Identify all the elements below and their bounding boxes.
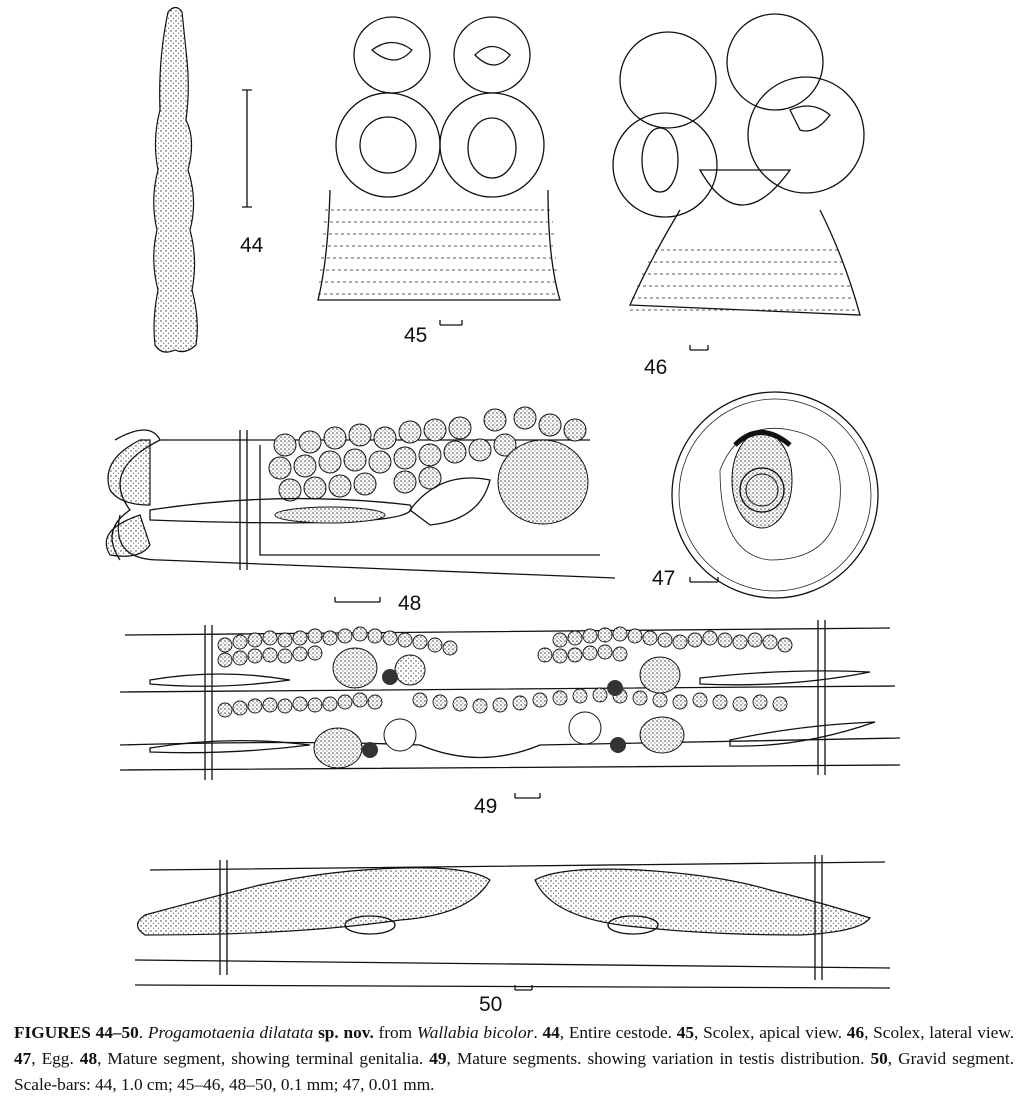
- caption-text: from: [373, 1023, 417, 1042]
- caption-species: Progamotaenia dilatata: [147, 1023, 314, 1042]
- figure-label-46: 46: [644, 356, 667, 379]
- figure-46-scolex-lateral: 46: [612, 13, 865, 379]
- figure-label-48: 48: [398, 592, 421, 615]
- scale-bar-46: [689, 345, 709, 351]
- scale-bar-47: [689, 577, 719, 583]
- testes-cluster: [268, 406, 587, 502]
- figure-label-49: 49: [474, 795, 497, 818]
- testes-upper: [217, 626, 793, 668]
- caption-text: , Scolex, lateral view.: [864, 1023, 1015, 1042]
- figure-label-44: 44: [240, 234, 264, 257]
- testes-lower: [217, 687, 788, 718]
- scale-bar-44: [242, 89, 252, 208]
- figure-47-egg: 47: [652, 391, 879, 599]
- caption-sp-nov: sp. nov.: [313, 1023, 374, 1042]
- figure-label-50: 50: [479, 993, 502, 1015]
- caption-text: , Mature segments. showing variation in …: [446, 1049, 871, 1068]
- caption-fig-number: 46: [846, 1023, 865, 1042]
- caption-text: , Egg.: [31, 1049, 80, 1068]
- figure-label-45: 45: [404, 324, 427, 347]
- figure-plate: 44 45 46: [105, 6, 901, 1015]
- figure-label-47: 47: [652, 567, 675, 590]
- scale-bar-48: [334, 597, 381, 603]
- caption-text: .: [138, 1023, 148, 1042]
- caption-host: Wallabia bicolor: [416, 1023, 534, 1042]
- caption-text: , Entire cestode.: [559, 1023, 677, 1042]
- figure-44-entire-cestode: 44: [153, 6, 264, 353]
- caption-fig-number: 44: [542, 1023, 560, 1042]
- caption-text: , Gravid segment. Scale-bars: 44, 1.0 cm…: [14, 1049, 1015, 1094]
- caption-title: FIGURES 44–50: [14, 1023, 139, 1042]
- scale-bar-45: [439, 320, 463, 326]
- caption-text: .: [533, 1023, 543, 1042]
- scale-bar-49: [514, 793, 541, 799]
- caption-fig-number: 48: [79, 1049, 98, 1068]
- figure-49-mature-segments: 49: [119, 620, 901, 818]
- caption-text: , Scolex, apical view.: [694, 1023, 847, 1042]
- scale-bar-50: [514, 985, 533, 991]
- caption-fig-number: 50: [870, 1049, 888, 1068]
- figure-45-scolex-apical: 45: [317, 16, 561, 347]
- figure-50-gravid-segment: 50: [134, 855, 891, 1015]
- caption-fig-number: 49: [429, 1049, 447, 1068]
- figure-48-mature-segment: 48: [105, 406, 616, 615]
- ovary: [394, 654, 426, 686]
- caption-text: , Mature segment, showing terminal genit…: [97, 1049, 430, 1068]
- caption-fig-number: 45: [676, 1023, 694, 1042]
- caption-fig-number: 47: [14, 1049, 32, 1068]
- figure-caption: FIGURES 44–50. Progamotaenia dilatata sp…: [14, 1020, 1014, 1098]
